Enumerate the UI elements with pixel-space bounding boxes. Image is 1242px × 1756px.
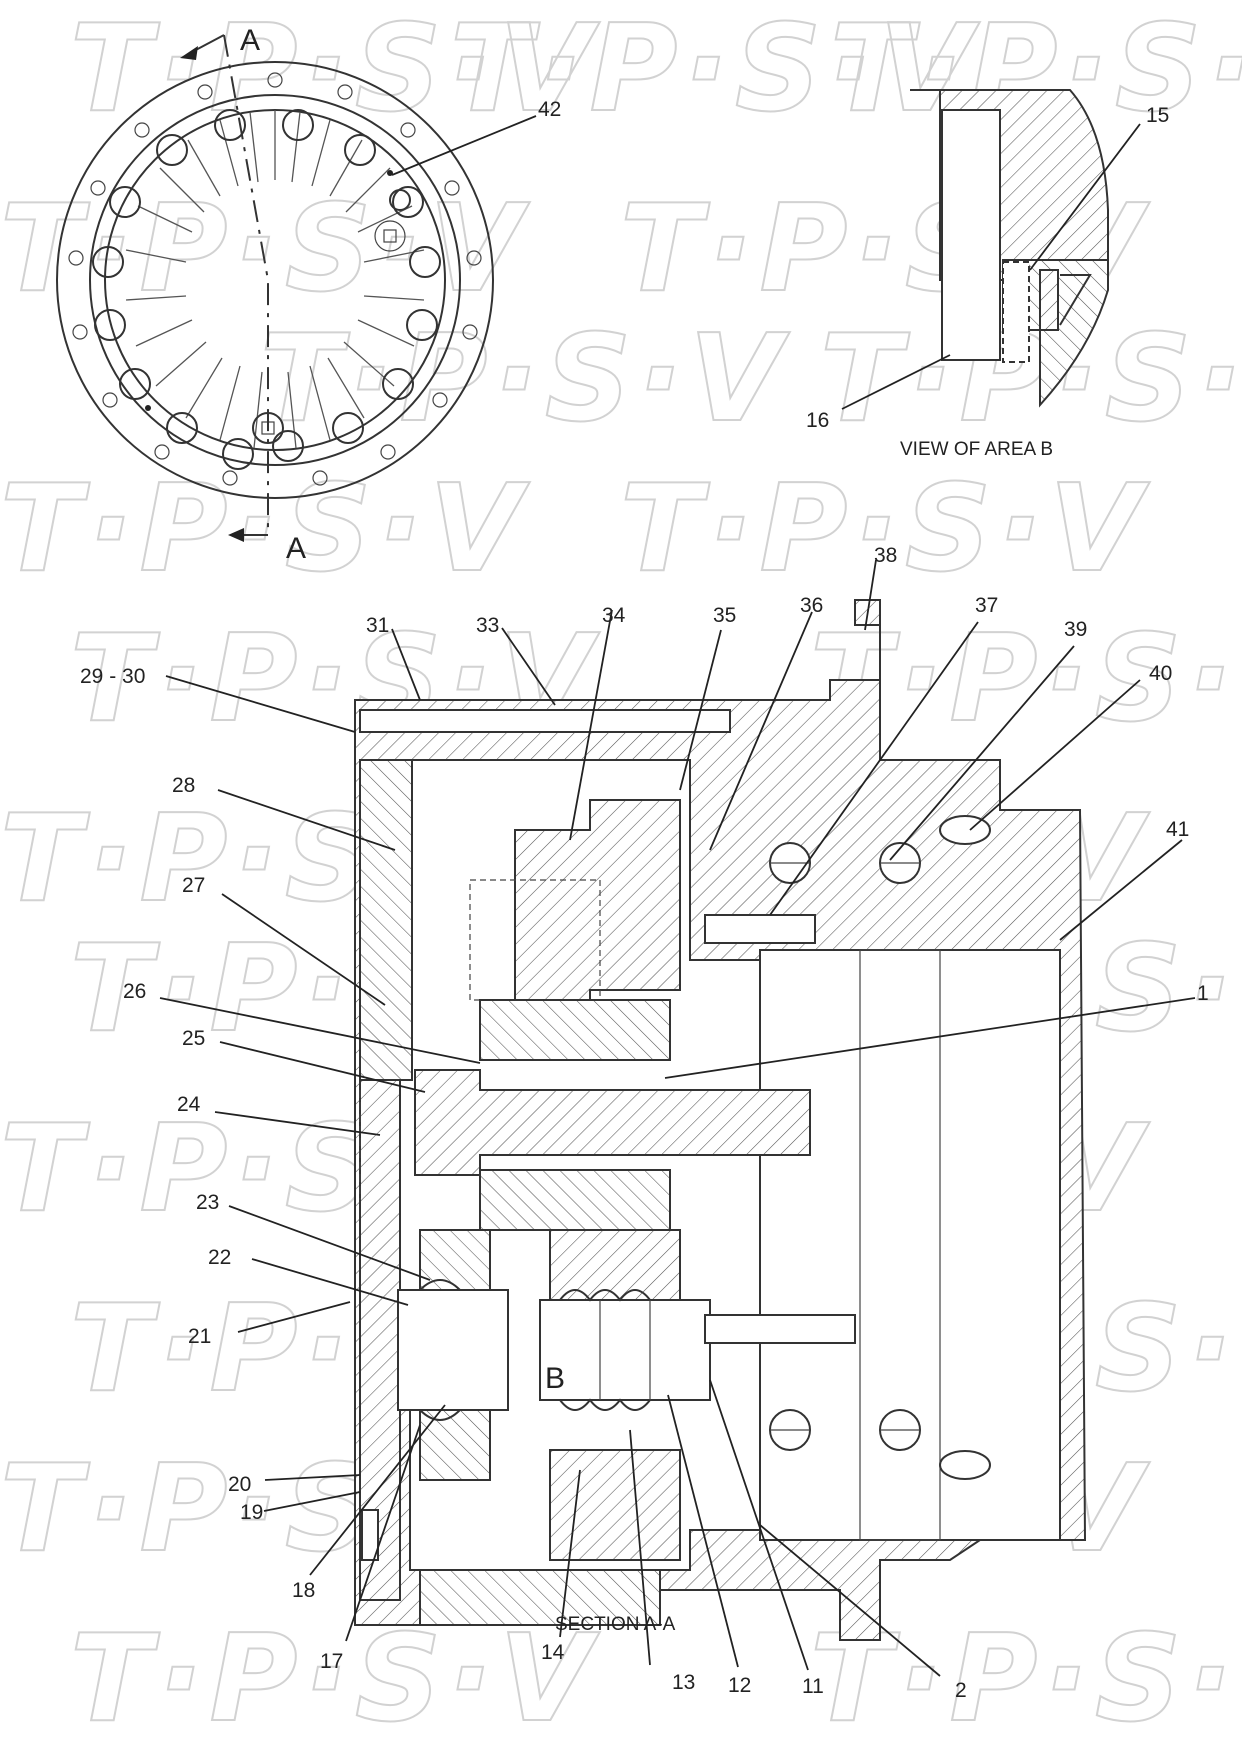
label-part-20: 20 (228, 1473, 251, 1496)
label-part-24: 24 (177, 1093, 201, 1116)
watermark: T·P·S·V (0, 460, 530, 599)
watermark: T·P·S·V (0, 180, 530, 319)
label-part-29-30: 29 - 30 (80, 665, 145, 688)
watermark: T·P·S·V (820, 310, 1242, 449)
label-part-14: 14 (541, 1641, 565, 1664)
label-part-27: 27 (182, 874, 205, 897)
label-part-35: 35 (713, 604, 736, 627)
label-part-37: 37 (975, 594, 998, 617)
part-labels: 1 2 11 12 13 14 17 18 19 20 21 22 23 24 … (80, 98, 1209, 1702)
watermark: T·P·S·V (450, 0, 980, 139)
label-part-18: 18 (292, 1579, 315, 1602)
label-part-38: 38 (874, 544, 897, 567)
label-part-2: 2 (955, 1679, 967, 1702)
label-part-22: 22 (208, 1246, 231, 1269)
flange-bolt-holes (68, 72, 482, 486)
end-view: A A (56, 24, 494, 565)
label-part-19: 19 (240, 1501, 263, 1524)
label-part-42: 42 (538, 98, 561, 121)
roller-pockets (92, 109, 441, 470)
label-part-40: 40 (1149, 662, 1172, 685)
label-part-16: 16 (806, 409, 829, 432)
label-part-26: 26 (123, 980, 146, 1003)
radial-fins (125, 110, 425, 449)
upper-bearings (769, 815, 991, 884)
section-view: B (354, 599, 1087, 1641)
label-part-34: 34 (602, 604, 626, 627)
watermark: T·P·S·V (810, 610, 1242, 749)
watermark: T·P·S·V (620, 460, 1150, 599)
label-part-25: 25 (182, 1027, 205, 1050)
section-marker-bottom: A (286, 532, 306, 565)
leader-lines (159, 115, 1196, 1677)
label-part-17: 17 (320, 1650, 343, 1673)
label-part-41: 41 (1166, 818, 1189, 841)
label-part-15: 15 (1146, 104, 1169, 127)
section-caption: SECTION A-A (555, 1614, 676, 1635)
area-marker-b: B (545, 1362, 565, 1395)
label-part-13: 13 (672, 1671, 695, 1694)
label-part-33: 33 (476, 614, 499, 637)
label-part-21: 21 (188, 1325, 211, 1348)
label-part-23: 23 (196, 1191, 219, 1214)
label-part-1: 1 (1197, 982, 1209, 1005)
area-b-detail (910, 89, 1109, 408)
section-marker-top: A (240, 24, 260, 57)
label-part-12: 12 (728, 1674, 751, 1697)
watermark: T·P·S·V (260, 310, 790, 449)
watermark: T·P·S·V (810, 1610, 1242, 1749)
label-part-28: 28 (172, 774, 195, 797)
label-part-31: 31 (366, 614, 389, 637)
label-part-36: 36 (800, 594, 823, 617)
area-b-caption: VIEW OF AREA B (900, 439, 1053, 460)
lower-bearings (769, 1409, 991, 1480)
watermark: T·P·S·V (70, 1610, 600, 1749)
label-part-39: 39 (1064, 618, 1087, 641)
label-part-11: 11 (802, 1675, 824, 1698)
